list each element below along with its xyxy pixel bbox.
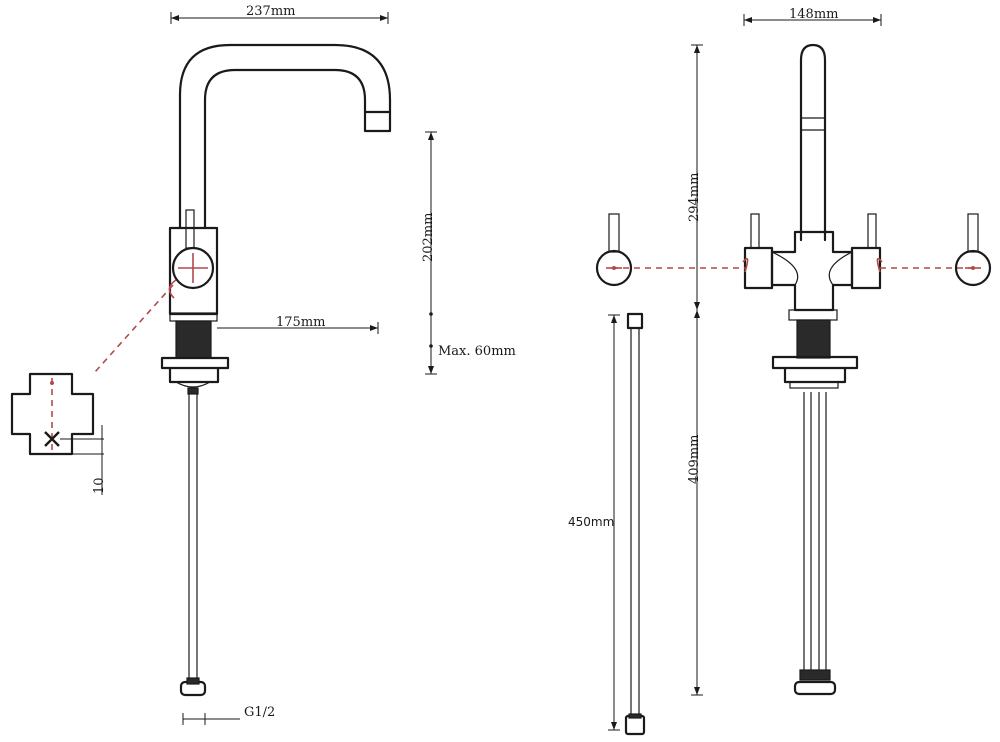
dim-label-hose-length: 450mm: [568, 515, 614, 529]
dim-label-side-reach: 175mm: [276, 315, 325, 330]
dim-label-front-below: 409mm: [687, 435, 702, 484]
front-view: 148mm: [595, 7, 992, 696]
dim-label-handle-offset: 10: [92, 477, 107, 494]
loose-hose: 450mm: [568, 312, 646, 736]
side-view: 237mm: [94, 4, 516, 725]
front-hoses: [793, 392, 837, 696]
detail-leader: [94, 284, 174, 373]
dim-front-height: 294mm 409mm: [687, 44, 703, 696]
dim-front-width: 148mm: [743, 7, 882, 26]
dim-side-width: 237mm: [170, 4, 389, 24]
threaded-shank: [160, 312, 230, 388]
dim-side-height: 202mm Max. 60mm: [421, 131, 516, 375]
dim-label-deck-thickness: Max. 60mm: [438, 344, 516, 359]
dim-label-side-width: 237mm: [246, 4, 295, 19]
spout: [178, 43, 392, 230]
front-shank: [771, 309, 859, 389]
handle-end-view-left: [595, 213, 633, 287]
tap-body: [168, 226, 219, 316]
front-spout: [799, 43, 827, 242]
dim-label-front-width: 148mm: [789, 7, 838, 22]
dim-side-reach: 175mm: [217, 315, 379, 334]
dim-handle-offset: 10: [60, 425, 107, 495]
handle-end-view-right: [954, 213, 992, 287]
dim-label-connector: G1/2: [244, 705, 275, 720]
dim-connector: G1/2: [182, 705, 275, 725]
supply-hose: [179, 387, 207, 697]
dim-label-side-height: 202mm: [421, 213, 436, 262]
detail-view: 10: [10, 372, 107, 495]
front-body: [742, 230, 883, 312]
front-right-lever: [867, 213, 877, 249]
dim-label-front-height: 294mm: [687, 173, 702, 222]
front-left-lever: [750, 213, 760, 249]
